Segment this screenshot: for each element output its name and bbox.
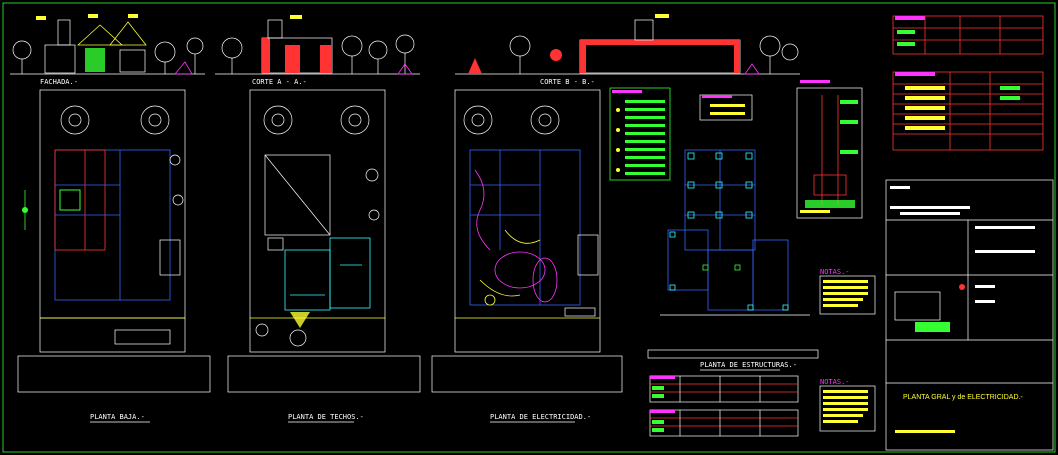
structure-legend — [699, 94, 753, 121]
roofs-title: PLANTA DE TECHOS.- — [288, 413, 364, 421]
title-block — [885, 179, 1054, 451]
notes-tag-lower: NOTAS.- — [820, 378, 850, 386]
notes-tag-upper: NOTAS.- — [820, 268, 850, 276]
facade-elevation — [10, 14, 205, 75]
top-right-table-2 — [892, 71, 1044, 151]
notes-block-upper — [819, 275, 876, 315]
structural-detail — [796, 80, 863, 219]
roofs-plan — [227, 89, 421, 393]
electricity-plan — [431, 89, 623, 393]
electricity-title: PLANTA DE ELECTRICIDAD.- — [490, 413, 591, 421]
ground-floor-plan — [17, 89, 211, 393]
top-right-table-1 — [892, 15, 1044, 55]
electric-legend — [609, 87, 671, 181]
section-b-title: CORTE B - B.- — [540, 78, 595, 86]
facade-title: FACHADA.- — [40, 78, 78, 86]
beam-table-2 — [649, 409, 799, 437]
ground-floor-title: PLANTA BAJA.- — [90, 413, 145, 421]
sheet-title: PLANTA GRAL y de ELECTRICIDAD.- — [903, 394, 1023, 401]
section-a-title: CORTE A - A.- — [252, 78, 307, 86]
section-a-elevation — [215, 15, 420, 75]
notes-block-lower — [819, 385, 876, 432]
beam-table-1 — [649, 375, 799, 403]
structures-plan — [647, 149, 819, 359]
structures-title: PLANTA DE ESTRUCTURAS.- — [700, 361, 797, 369]
section-b-elevation — [455, 14, 800, 75]
